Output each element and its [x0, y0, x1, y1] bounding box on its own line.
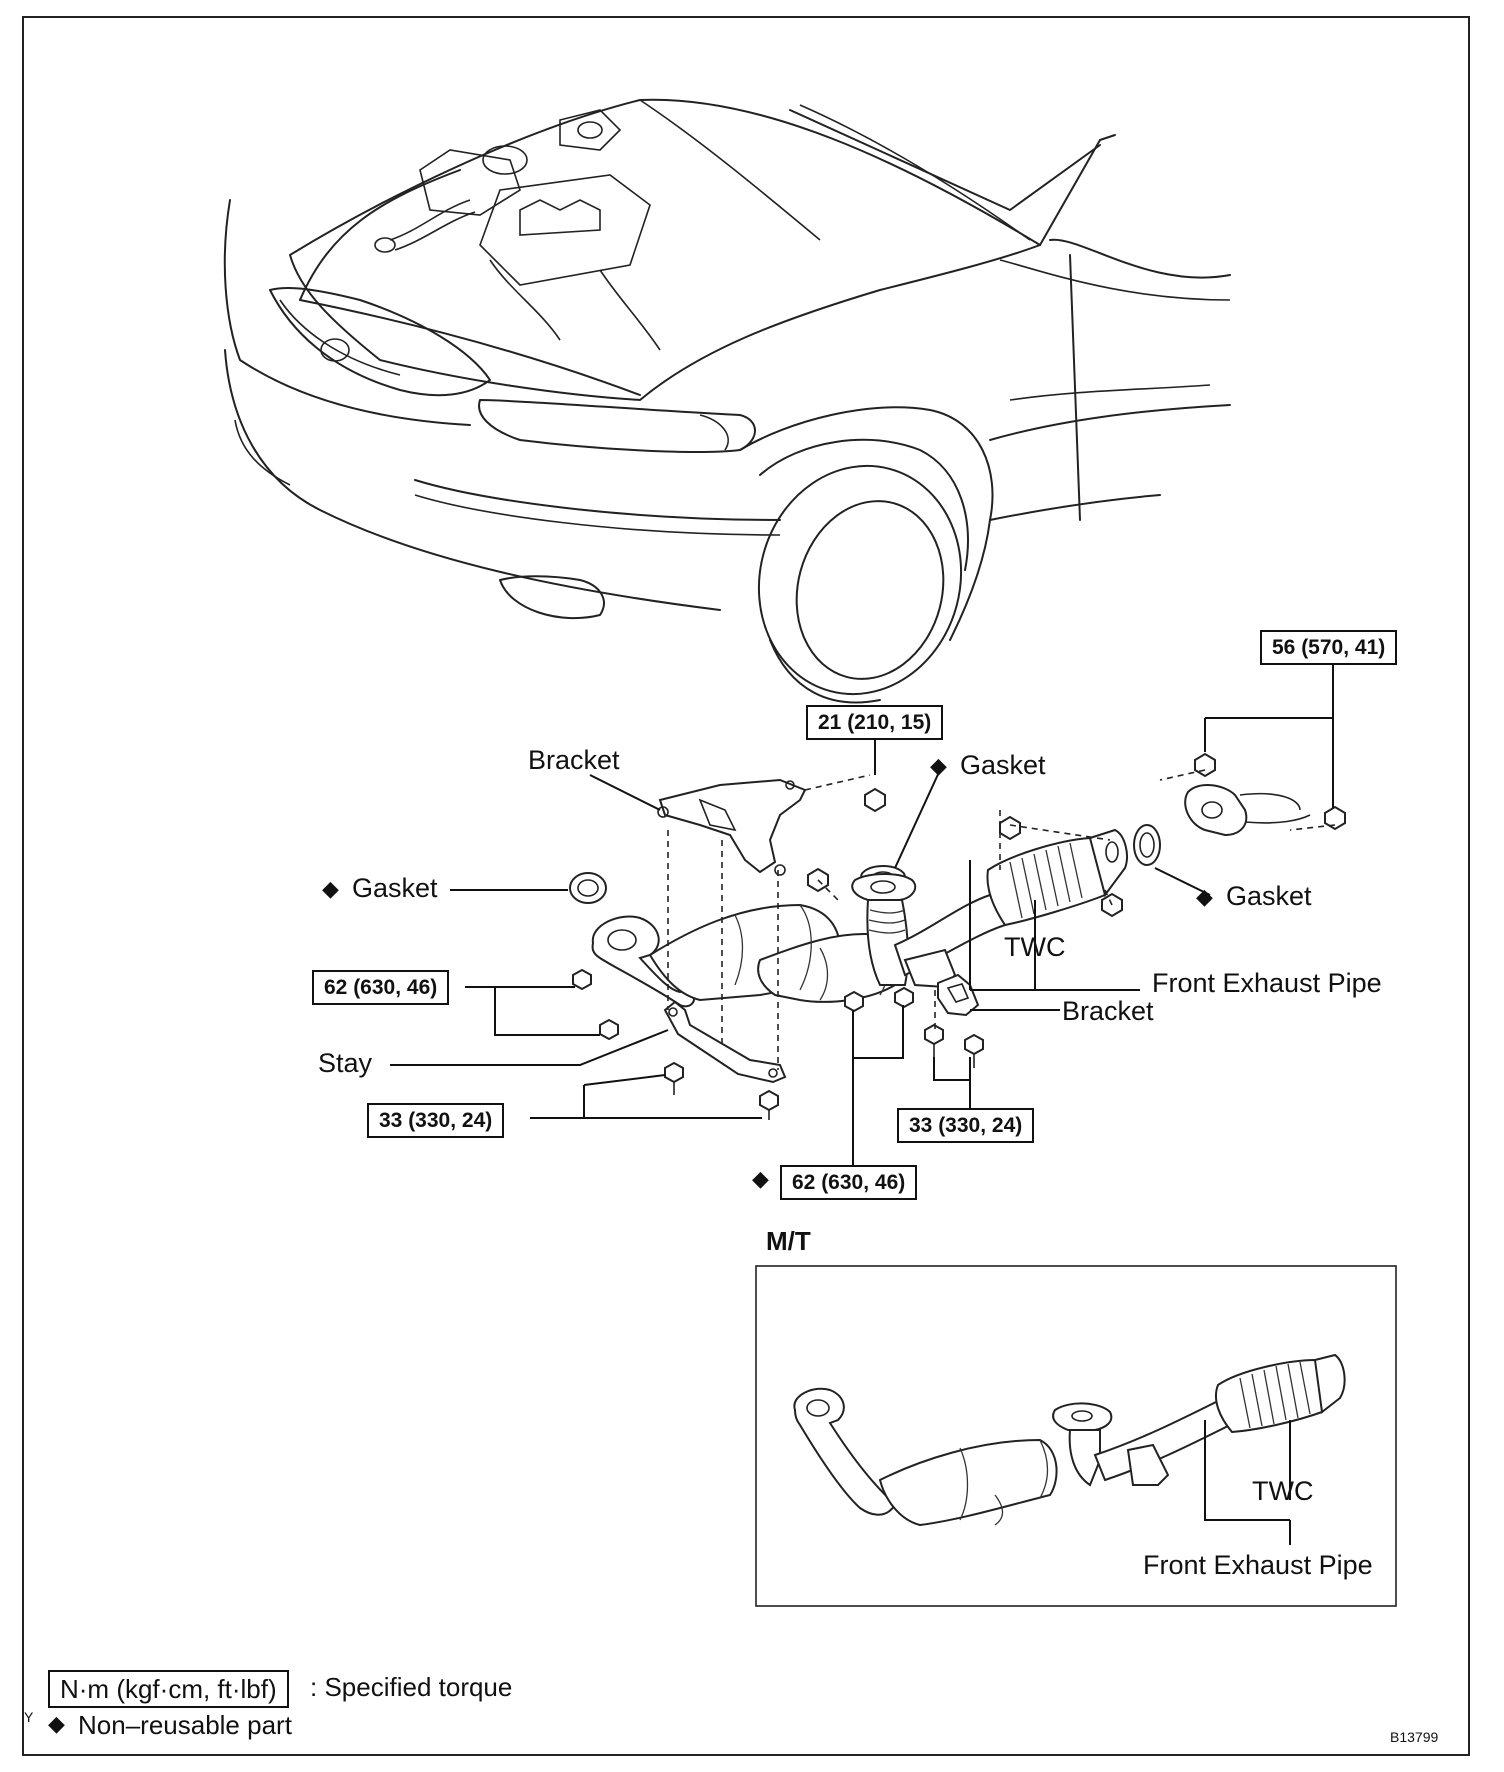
exhaust-exploded-view: [390, 660, 1346, 1175]
label-gasket-top: Gasket: [960, 750, 1046, 780]
mt-label-front-exhaust-pipe: Front Exhaust Pipe: [1143, 1550, 1373, 1580]
legend-corner-mark: Y: [24, 1709, 34, 1725]
torque-56: 56 (570, 41): [1260, 630, 1398, 665]
nonreusable-diamond-gasket-left: ◆: [322, 876, 339, 901]
legend-nonreusable-desc: Non–reusable part: [78, 1710, 292, 1740]
torque-62-left: 62 (630, 46): [312, 970, 450, 1005]
torque-21: 21 (210, 15): [806, 705, 944, 740]
label-bracket-right: Bracket: [1062, 996, 1154, 1026]
label-gasket-right: Gasket: [1226, 881, 1312, 911]
mt-inset-frame: [755, 1265, 1397, 1607]
legend-torque-desc: : Specified torque: [310, 1672, 513, 1702]
legend-nonreusable-diamond: ◆: [48, 1711, 65, 1736]
mt-exhaust-view: [793, 1353, 1346, 1545]
figure-id: B13799: [1390, 1729, 1439, 1745]
mt-label-twc: TWC: [1252, 1476, 1314, 1506]
label-stay: Stay: [318, 1048, 373, 1078]
mt-title: M/T: [766, 1226, 811, 1256]
nonreusable-diamond-gasket-right: ◆: [1196, 884, 1213, 909]
torque-33-left: 33 (330, 24): [367, 1103, 505, 1138]
label-bracket-top: Bracket: [528, 745, 620, 775]
nonreusable-diamond-torque-62: ◆: [752, 1166, 769, 1191]
label-twc: TWC: [1004, 932, 1066, 962]
diagram-frame: [22, 16, 1470, 1756]
car-illustration: [223, 98, 1231, 704]
torque-62-bottom: 62 (630, 46): [780, 1165, 918, 1200]
torque-33-right: 33 (330, 24): [897, 1108, 1035, 1143]
label-front-exhaust-pipe: Front Exhaust Pipe: [1152, 968, 1382, 998]
legend-torque-unit: N·m (kgf·cm, ft·lbf): [48, 1670, 289, 1708]
nonreusable-diamond-gasket-top: ◆: [930, 753, 947, 778]
label-gasket-left: Gasket: [352, 873, 438, 903]
